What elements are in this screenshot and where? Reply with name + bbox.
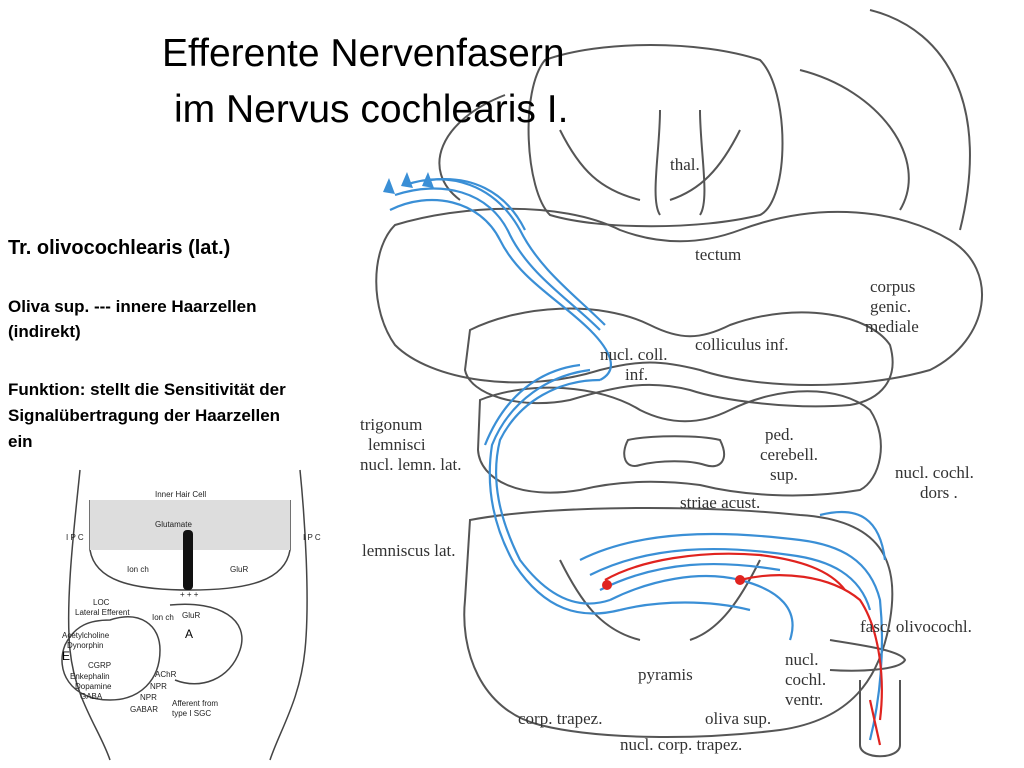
ihc-gaba: GABA	[80, 692, 103, 701]
label-ped-1: ped.	[765, 425, 794, 444]
label-tectum: tectum	[695, 245, 741, 264]
brain-labels: thal. tectum corpus genic. mediale colli…	[360, 155, 974, 754]
description-line-2: (indirekt)	[8, 322, 81, 341]
label-corpus-2: genic.	[870, 297, 911, 316]
ihc-glur-bottom: GluR	[182, 611, 200, 620]
ihc-letter-e: E	[62, 649, 70, 663]
ihc-loc-1: LOC	[93, 598, 110, 607]
label-corpus-3: mediale	[865, 317, 919, 336]
brain-outlines	[375, 9, 983, 758]
ihc-afferent-2: type I SGC	[172, 709, 211, 718]
label-fasc: fasc. olivocochl.	[860, 617, 972, 636]
ihc-dopamine: Dopamine	[75, 682, 112, 691]
hair-cell-inset: Inner Hair Cell Glutamate Ion ch GluR I …	[61, 469, 321, 761]
label-trigonum-1: trigonum	[360, 415, 422, 434]
label-oliva: oliva sup.	[705, 709, 771, 728]
ihc-ion-ch-bottom: Ion ch	[152, 613, 174, 622]
ihc-gabar: GABAR	[130, 705, 158, 714]
ihc-ipc-left: I P C	[66, 533, 84, 542]
label-colliculus: colliculus inf.	[695, 335, 788, 354]
ihc-acetylcholine: Acetylcholine	[62, 631, 110, 640]
fiber-arrows	[383, 172, 434, 194]
label-ped-3: sup.	[770, 465, 798, 484]
red-cell-bodies	[602, 575, 745, 590]
ihc-dynorphin: Dynorphin	[67, 641, 103, 650]
red-fibers	[604, 552, 883, 746]
ihc-cgrp: CGRP	[88, 661, 111, 670]
label-nucl-corp: nucl. corp. trapez.	[620, 735, 742, 754]
label-pyramis: pyramis	[638, 665, 693, 684]
function-line-1: Funktion: stellt die Sensitivität der	[8, 380, 286, 399]
label-nucl-cochl-dors-1: nucl. cochl.	[895, 463, 974, 482]
label-nucl-lemn: nucl. lemn. lat.	[360, 455, 462, 474]
ihc-glutamate: Glutamate	[155, 520, 192, 529]
ihc-npr-1: NPR	[150, 682, 167, 691]
label-ped-2: cerebell.	[760, 445, 818, 464]
label-trigonum-2: lemnisci	[368, 435, 426, 454]
label-nucl-ventr-1: nucl.	[785, 650, 819, 669]
function-line-3: ein	[8, 432, 33, 451]
ihc-letter-a: A	[185, 627, 193, 641]
ihc-plus: + + +	[180, 590, 199, 599]
description-line-1: Oliva sup. --- innere Haarzellen	[8, 297, 257, 316]
label-nucl-coll-2: inf.	[625, 365, 648, 384]
label-nucl-ventr-2: cochl.	[785, 670, 826, 689]
ihc-enkephalin: Enkephalin	[70, 672, 110, 681]
label-corp-trapez: corp. trapez.	[518, 709, 602, 728]
label-thal: thal.	[670, 155, 700, 174]
ihc-title: Inner Hair Cell	[155, 490, 206, 499]
ihc-ion-ch-top: Ion ch	[127, 565, 149, 574]
ihc-loc-2: Lateral Efferent	[75, 608, 130, 617]
label-nucl-ventr-3: ventr.	[785, 690, 823, 709]
function-line-2: Signalübertragung der Haarzellen	[8, 406, 281, 425]
label-corpus-1: corpus	[870, 277, 915, 296]
ihc-glur-top: GluR	[230, 565, 248, 574]
ihc-npr-2: NPR	[140, 693, 157, 702]
ihc-ipc-right: I P C	[303, 533, 321, 542]
ihc-achr: AChR	[155, 670, 177, 679]
label-nucl-cochl-dors-2: dors .	[920, 483, 958, 502]
title-line-2: im Nervus cochlearis I.	[174, 88, 569, 131]
label-lemniscus: lemniscus lat.	[362, 541, 455, 560]
ihc-afferent-1: Afferent from	[172, 699, 218, 708]
title-line-1: Efferente Nervenfasern	[162, 32, 565, 75]
label-striae: striae acust.	[680, 493, 760, 512]
subtitle: Tr. olivocochlearis (lat.)	[8, 237, 231, 259]
label-nucl-coll-1: nucl. coll.	[600, 345, 668, 364]
